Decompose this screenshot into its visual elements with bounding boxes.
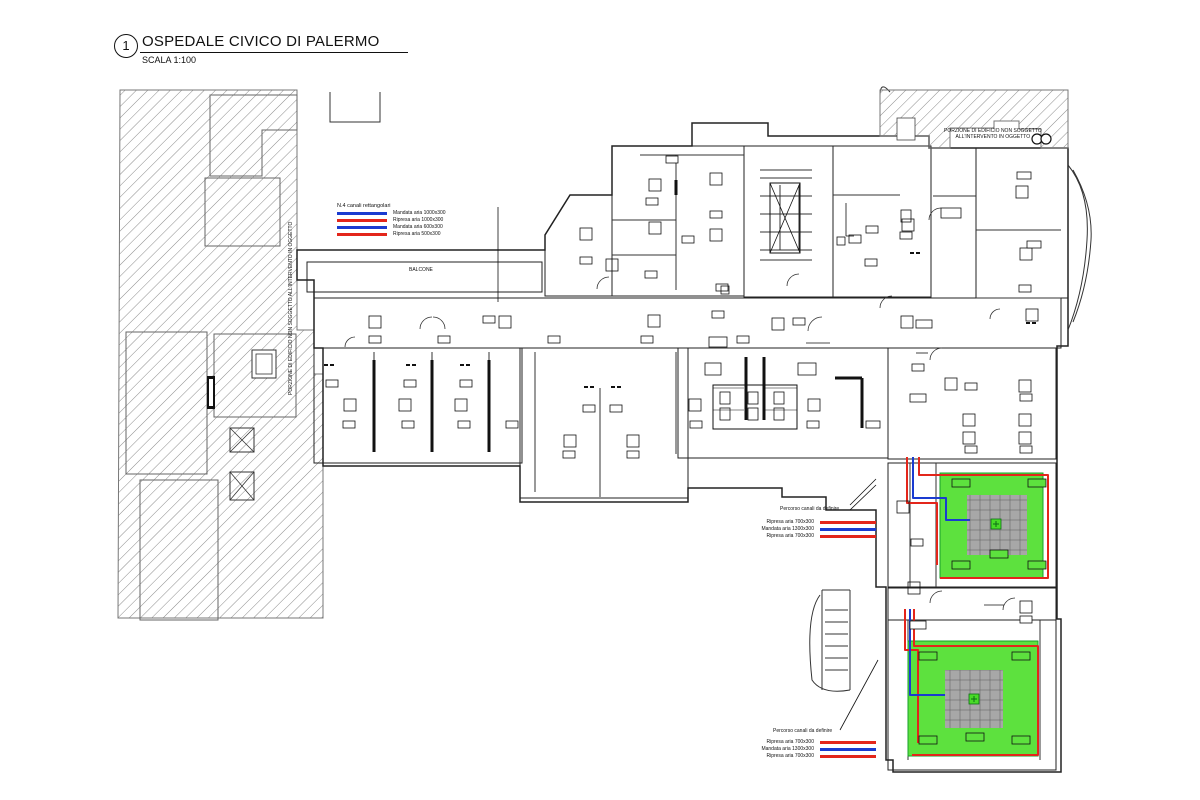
- lower-duct-legend-row: Ripresa aria 700x300: [754, 753, 876, 760]
- main-duct-legend-label: Ripresa aria 500x300: [393, 231, 441, 237]
- return-duct-swatch: [820, 755, 876, 758]
- supply-duct-swatch: [337, 226, 387, 229]
- building-outline: [296, 122, 1069, 773]
- balcony-label: BALCONE: [409, 267, 433, 273]
- lower-duct-legend-label: Mandata aria 1300x300: [761, 746, 814, 752]
- tag-boxes: [325, 155, 1042, 630]
- green-treatment-zone-upper: [939, 472, 1044, 579]
- green-tags: [918, 478, 1047, 745]
- upper-duct-legend-label: Mandata aria 1300x300: [761, 526, 814, 532]
- equipment-grids: [712, 384, 798, 430]
- lower-duct-legend-label: Ripresa aria 700x300: [766, 739, 814, 745]
- not-in-scope-note-top-right: PORZIONE DI EDIFICIO NON SOGGETTO ALL'IN…: [944, 128, 1042, 140]
- lower-duct-legend-label: Ripresa aria 700x300: [766, 753, 814, 759]
- thick-walls: [372, 180, 864, 452]
- duct-route-note: Percorso canali da definire: [780, 506, 840, 512]
- drawing-scale: SCALA 1:100: [142, 55, 197, 65]
- main-duct-legend-label: Mandata aria 1000x300: [393, 210, 446, 216]
- return-duct-swatch: [820, 521, 876, 524]
- lower-duct-legend-row: Mandata aria 1300x300: [754, 746, 876, 753]
- supply-duct-swatch: [820, 748, 876, 751]
- main-duct-legend-row: Mandata aria 1000x300: [337, 210, 446, 218]
- not-in-scope-note-left: PORZIONE DI EDIFICIO NON SOGGETTO ALL'IN…: [288, 221, 294, 395]
- return-duct-swatch: [337, 219, 387, 222]
- main-duct-legend-label: Mandata aria 600x300: [393, 224, 443, 230]
- upper-duct-legend: Ripresa aria 700x300 Mandata aria 1300x3…: [754, 519, 876, 540]
- upper-duct-legend-row: Ripresa aria 700x300: [754, 519, 876, 526]
- doors-swings: [344, 207, 1016, 611]
- upper-duct-legend-row: Mandata aria 1300x300: [754, 526, 876, 533]
- return-duct-swatch: [820, 535, 876, 538]
- misc-fixtures: [704, 182, 1004, 606]
- room-symbols: [343, 172, 1039, 614]
- title-underline: [140, 52, 408, 53]
- main-duct-legend-label: Ripresa aria 1000x300: [393, 217, 444, 223]
- duct-route-note: Percorso canali da definire: [773, 728, 833, 734]
- upper-duct-legend-label: Ripresa aria 700x300: [766, 519, 814, 525]
- main-duct-legend: N.4 canali rettangolari Mandata aria 100…: [337, 203, 446, 239]
- duct-routes: [497, 207, 1049, 756]
- main-duct-legend-row: Mandata aria 600x300: [337, 224, 443, 232]
- existing-building-hatched-left: [117, 89, 324, 621]
- upper-duct-legend-label: Ripresa aria 700x300: [766, 533, 814, 539]
- drawing-title-block: 1 OSPEDALE CIVICO DI PALERMO SCALA 1:100: [112, 33, 412, 68]
- return-duct-swatch: [337, 233, 387, 236]
- upper-duct-legend-row: Ripresa aria 700x300: [754, 533, 876, 540]
- main-duct-legend-title: N.4 canali rettangolari: [337, 203, 391, 209]
- drawing-title: OSPEDALE CIVICO DI PALERMO: [142, 33, 380, 50]
- lower-duct-legend-row: Ripresa aria 700x300: [754, 739, 876, 746]
- drawing-number-circle: 1: [114, 34, 138, 58]
- return-duct-swatch: [820, 741, 876, 744]
- supply-duct-swatch: [337, 212, 387, 215]
- main-duct-legend-row: Ripresa aria 500x300: [337, 231, 441, 239]
- supply-duct-swatch: [820, 528, 876, 531]
- lower-duct-legend: Ripresa aria 700x300 Mandata aria 1300x3…: [754, 739, 876, 760]
- main-duct-legend-row: Ripresa aria 1000x300: [337, 217, 443, 225]
- top-right-hatched-existing: [879, 89, 1069, 149]
